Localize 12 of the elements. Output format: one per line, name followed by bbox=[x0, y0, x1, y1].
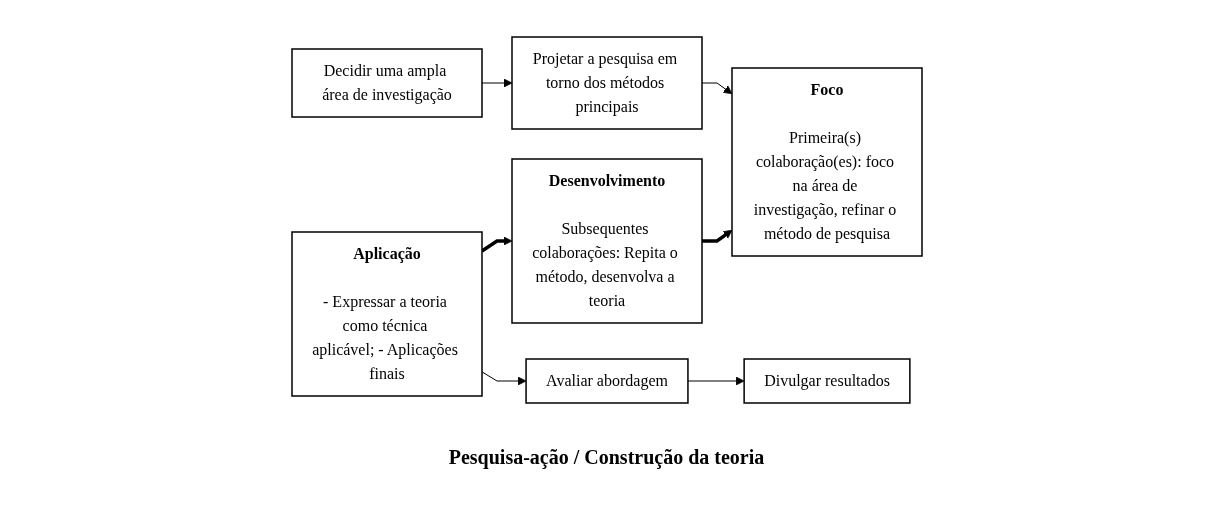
arrow bbox=[481, 78, 512, 88]
group-label: Pesquisa-ação / Construção da teoria bbox=[448, 446, 765, 469]
node-box: Avaliar abordagem bbox=[524, 358, 689, 404]
node-box: Decidir uma ampla área de investigação bbox=[290, 48, 483, 118]
arrow bbox=[701, 229, 732, 243]
node-box: Foco Primeira(s) colaboração(es): foco na área de investigação, refinar o método de pesquisa bbox=[730, 67, 923, 257]
arrow bbox=[481, 371, 526, 386]
arrow bbox=[701, 82, 732, 95]
node-box: Divulgar resultados bbox=[742, 358, 911, 404]
node-box: Projetar a pesquisa em torno dos métodos principais bbox=[510, 36, 703, 130]
node-box: Desenvolvimento Subsequentes colaborações: Repita o método, desenvolva a teoria bbox=[510, 158, 703, 324]
node-box: Aplicação - Expressar a teoria como técnica aplicável; - Aplicações finais bbox=[290, 231, 483, 397]
